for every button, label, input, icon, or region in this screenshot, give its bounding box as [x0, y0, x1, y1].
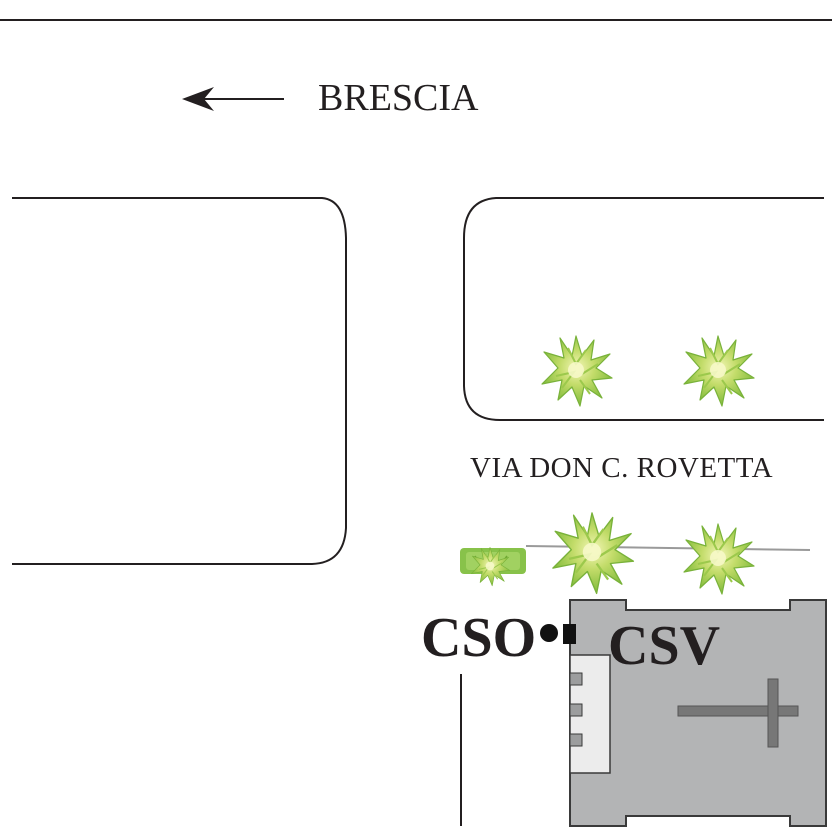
location-dot-icon [540, 624, 558, 642]
city-block-left [12, 197, 347, 565]
arrow-left-icon [182, 87, 284, 111]
bush-icon [551, 511, 635, 595]
bush-icon [683, 523, 755, 595]
window-marker [569, 703, 583, 717]
entrance-marker [563, 624, 576, 644]
bush-icon [541, 335, 613, 407]
cso-label: CSO [421, 607, 536, 669]
cross-icon [677, 678, 799, 748]
window-marker [569, 733, 583, 747]
direction-label: BRESCIA [318, 77, 479, 119]
city-block-right [463, 197, 824, 421]
street-name-label: VIA DON C. ROVETTA [470, 452, 773, 484]
bush-icon [683, 335, 755, 407]
csv-label: CSV [608, 615, 720, 677]
window-marker [569, 672, 583, 686]
